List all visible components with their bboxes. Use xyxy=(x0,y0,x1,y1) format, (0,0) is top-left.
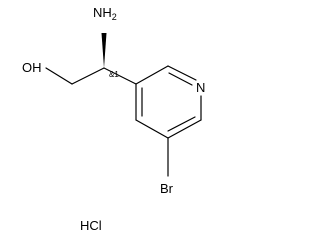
amine-label: NH2 xyxy=(93,5,117,22)
bond-lines xyxy=(45,67,137,85)
ring-bond-c2-n-inner xyxy=(168,72,193,86)
bromine-label: Br xyxy=(160,181,174,196)
chemical-structure: NH2 OH &1 N Br HCl xyxy=(22,5,205,233)
bond-ch2-stereocenter xyxy=(71,67,105,85)
hydroxyl-label: OH xyxy=(22,60,42,75)
salt-label: HCl xyxy=(80,218,102,233)
pyridine-nitrogen-label: N xyxy=(196,80,205,95)
ring-bond-c3-c2 xyxy=(135,65,169,85)
ring-bond-c2-n xyxy=(167,65,197,81)
bond-stereocenter-ring xyxy=(103,67,137,85)
ring-bond-c6-c5 xyxy=(167,119,202,139)
wedge-bond-amine xyxy=(101,33,107,68)
pyridine-ring xyxy=(135,65,202,139)
ring-bond-c5-c4 xyxy=(135,119,169,139)
ring-bond-c6-c5-inner xyxy=(167,116,196,132)
bond-o-ch2 xyxy=(45,67,73,85)
stereo-label: &1 xyxy=(109,70,119,79)
